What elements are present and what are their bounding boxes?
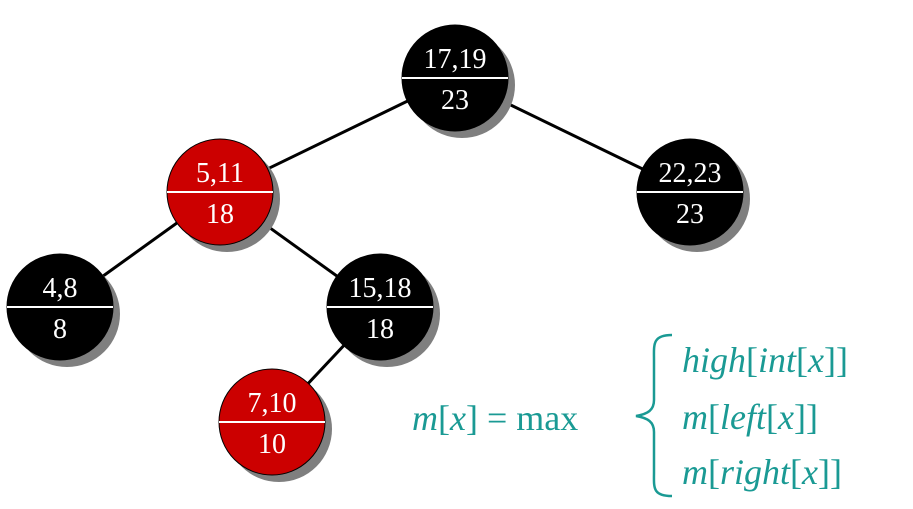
- tree-node-17-19: 17,19 23: [401, 24, 515, 138]
- node-max: 10: [258, 429, 286, 460]
- node-interval: 15,18: [349, 273, 412, 304]
- tree-node-15-18: 15,18 18: [326, 253, 440, 367]
- tree-node-4-8: 4,88: [6, 253, 120, 367]
- formula-lhs-x: x: [449, 398, 466, 438]
- node-max: 23: [676, 199, 704, 230]
- formula-case-right: m[right[x]]: [682, 452, 842, 492]
- node-interval: 4,8: [43, 273, 78, 304]
- formula-brace: [635, 333, 673, 498]
- max-formula: m[x] = max high[int[x]] m[left[x]] m[rig…: [412, 333, 848, 498]
- tree-node-22-23: 22,23 23: [636, 138, 750, 252]
- node-max: 18: [366, 314, 394, 345]
- formula-lhs-open: [: [438, 398, 450, 438]
- tree-node-7-10: 7,10 10: [218, 368, 332, 482]
- formula-lhs: m[x] = max: [412, 398, 578, 438]
- formula-case-left: m[left[x]]: [682, 397, 818, 437]
- node-max: 23: [441, 85, 469, 116]
- node-interval: 17,19: [424, 44, 487, 75]
- tree-node-5-11: 5,11 18: [166, 138, 280, 252]
- tree-edges: [59, 76, 691, 424]
- node-max: 18: [206, 199, 234, 230]
- formula-case-high: high[int[x]]: [682, 340, 848, 380]
- node-max: 8: [53, 314, 67, 345]
- node-interval: 5,11: [196, 158, 244, 189]
- formula-lhs-m: m: [412, 398, 438, 438]
- formula-lhs-close: ] = max: [466, 398, 578, 438]
- node-interval: 22,23: [659, 158, 722, 189]
- node-interval: 7,10: [248, 388, 297, 419]
